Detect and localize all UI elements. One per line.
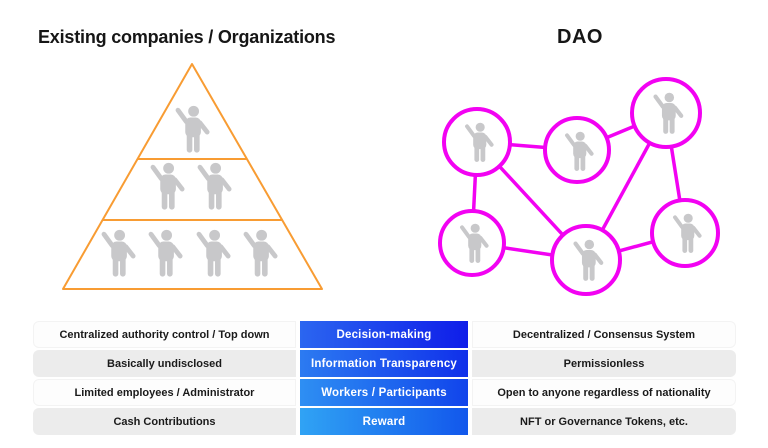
- person-icon: [104, 230, 133, 274]
- person-icon: [199, 230, 228, 274]
- cell-dao-workers: Open to anyone regardless of nationality: [472, 379, 736, 406]
- table-row: Limited employees / Administrator Worker…: [33, 379, 736, 406]
- cell-dao-reward: NFT or Governance Tokens, etc.: [472, 408, 736, 435]
- pyramid-outline: [62, 63, 323, 290]
- cell-category-reward: Reward: [300, 408, 468, 435]
- comparison-table: Centralized authority control / Top down…: [33, 321, 736, 437]
- cell-category-workers: Workers / Participants: [300, 379, 468, 406]
- person-icon: [178, 106, 207, 150]
- right-panel-title: DAO: [557, 26, 603, 48]
- pyramid-diagram: [62, 63, 323, 290]
- dao-network-diagram: [438, 77, 720, 296]
- left-panel-title: Existing companies / Organizations: [38, 27, 336, 47]
- table-row: Centralized authority control / Top down…: [33, 321, 736, 348]
- table-row: Basically undisclosed Information Transp…: [33, 350, 736, 377]
- table-row: Cash Contributions Reward NFT or Governa…: [33, 408, 736, 435]
- person-icon: [246, 230, 275, 274]
- cell-dao-transparency: Permissionless: [472, 350, 736, 377]
- cell-category-transparency: Information Transparency: [300, 350, 468, 377]
- cell-company-reward: Cash Contributions: [33, 408, 296, 435]
- cell-company-transparency: Basically undisclosed: [33, 350, 296, 377]
- cell-category-decision-making: Decision-making: [300, 321, 468, 348]
- cell-company-decision-making: Centralized authority control / Top down: [33, 321, 296, 348]
- person-icon: [200, 163, 229, 207]
- cell-company-workers: Limited employees / Administrator: [33, 379, 296, 406]
- pyramid-people: [104, 106, 275, 274]
- person-icon: [151, 230, 180, 274]
- cell-dao-decision-making: Decentralized / Consensus System: [472, 321, 736, 348]
- person-icon: [153, 163, 182, 207]
